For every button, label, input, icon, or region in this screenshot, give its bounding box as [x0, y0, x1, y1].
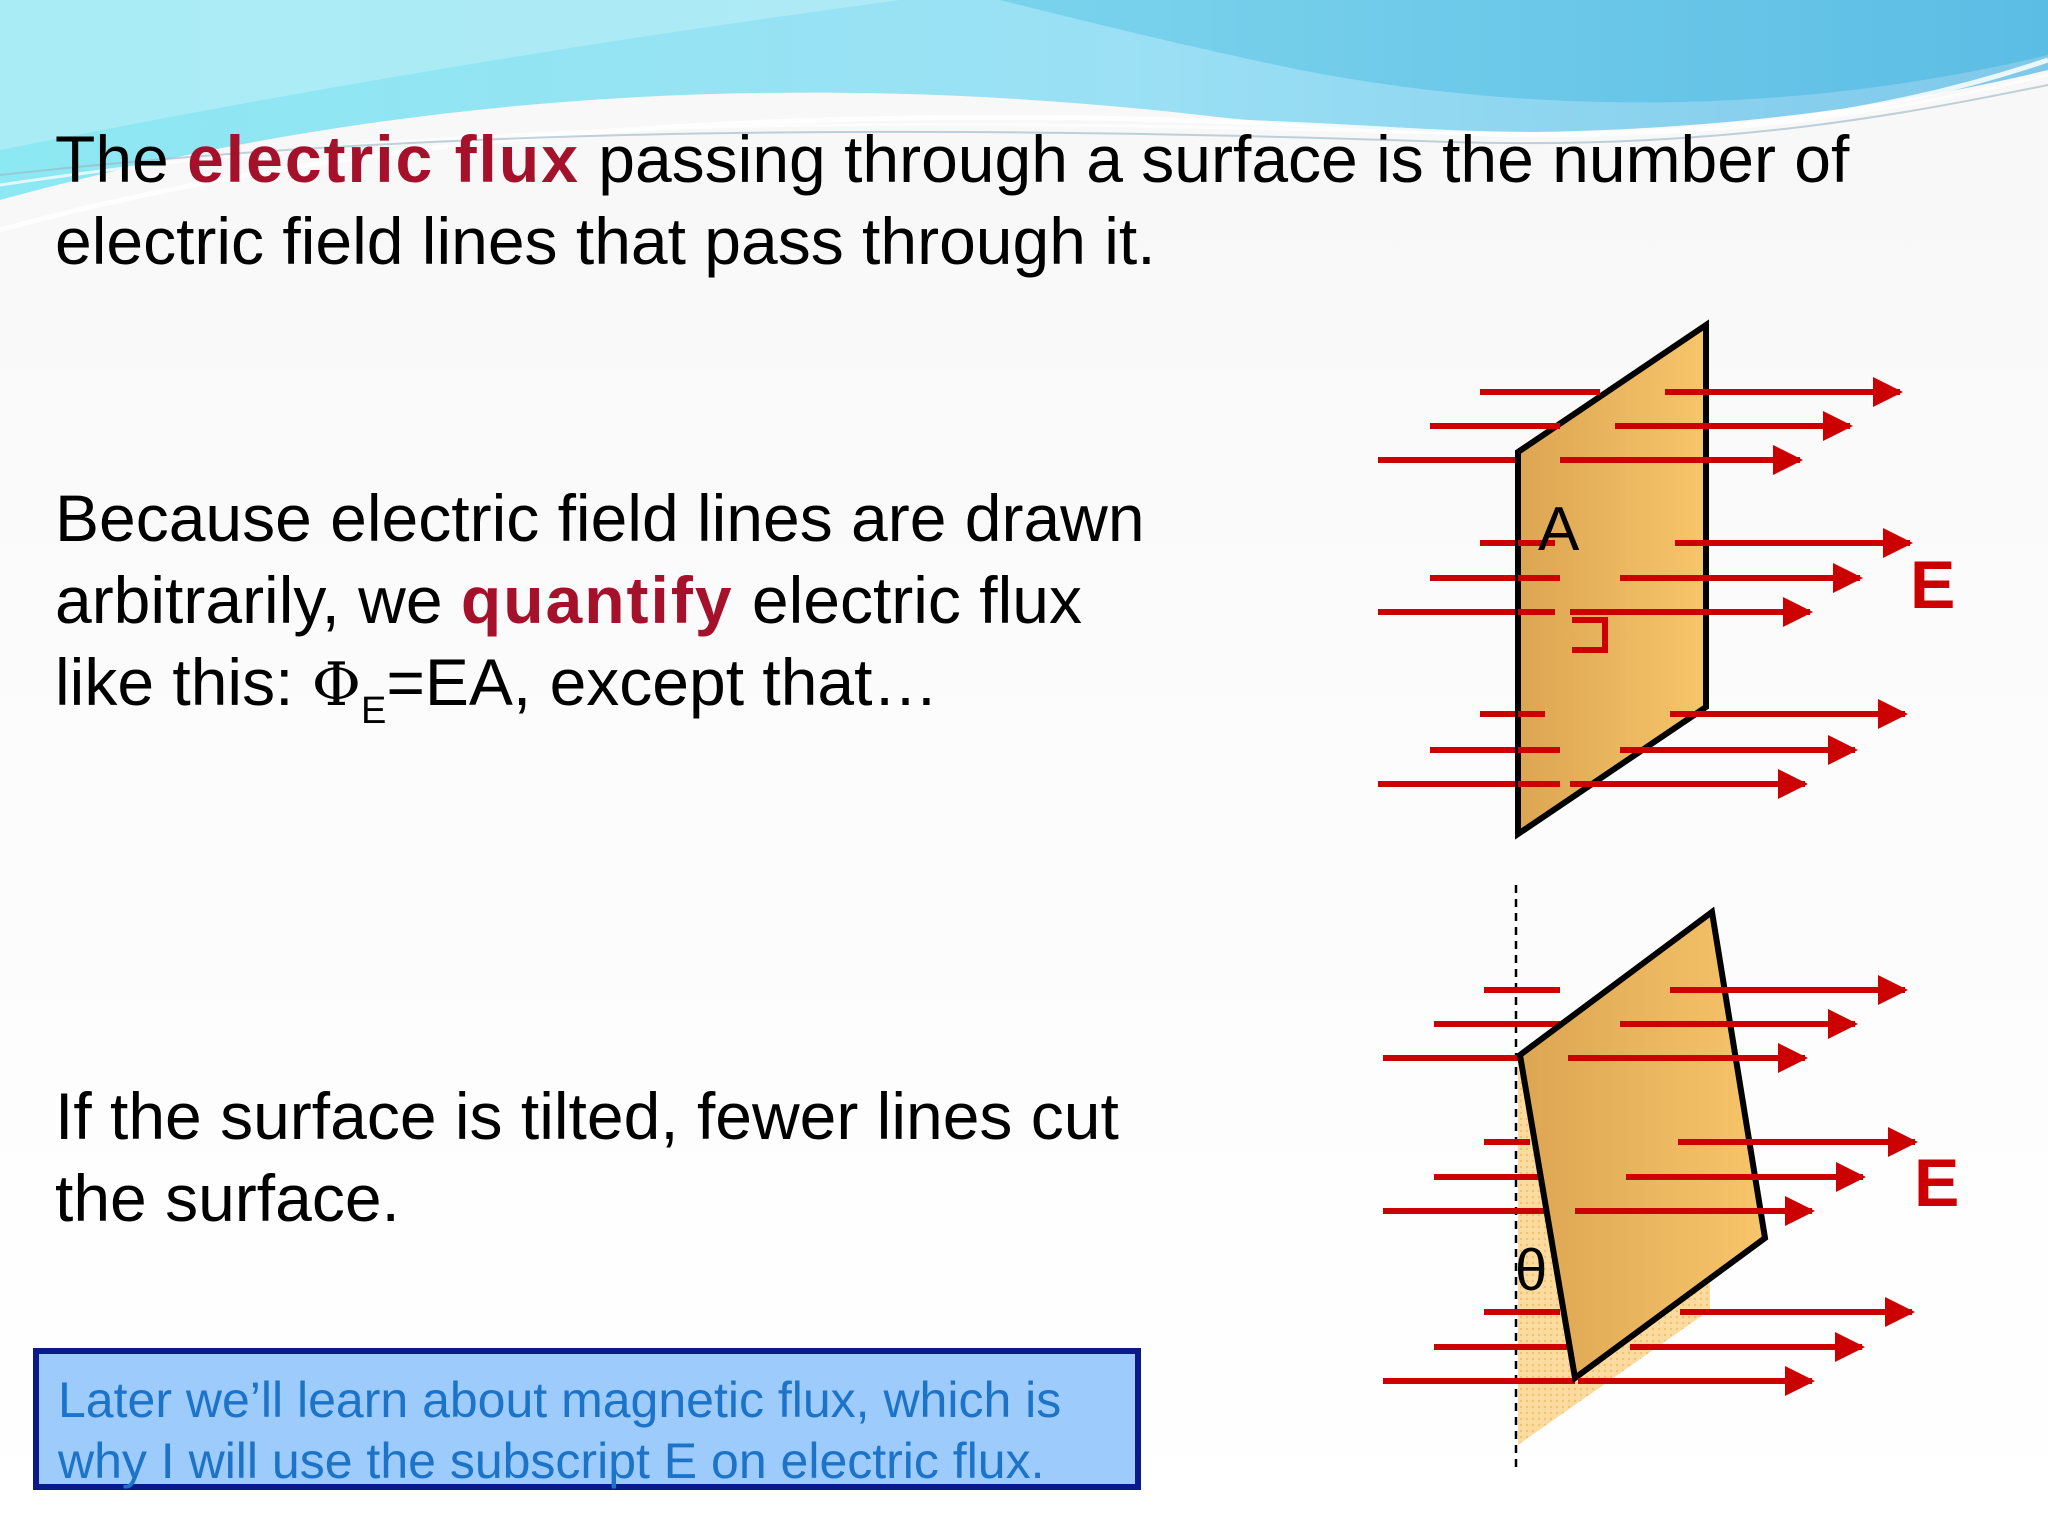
flux-equation: =EA, except that…	[386, 645, 939, 719]
intro-line-1: The electric flux passing through a surf…	[55, 118, 1849, 200]
note-line-1: Later we’ll learn about magnetic flux, w…	[58, 1372, 1062, 1428]
tilted-line-1: If the surface is tilted, fewer lines cu…	[55, 1079, 1119, 1153]
field-lines-through-surface	[1518, 389, 1600, 787]
area-label: A	[1538, 495, 1580, 564]
quantify-line-2: arbitrarily, we quantify electric flux	[55, 559, 1145, 641]
quantify-text: like this:	[55, 645, 312, 719]
magnetic-flux-note: Later we’ll learn about magnetic flux, w…	[33, 1348, 1141, 1490]
field-arrows-front	[1560, 377, 1913, 799]
field-label-bottom: E	[1914, 1145, 1959, 1221]
quantify-line-1: Because electric field lines are drawn	[55, 481, 1145, 555]
tilted-surface-plate	[1516, 906, 1769, 1384]
flux-diagram-perpendicular: A E	[1378, 319, 1955, 840]
phi-symbol: Φ	[311, 650, 361, 720]
field-lines-behind-tilted	[1383, 987, 1575, 1384]
field-label-top: E	[1910, 547, 1955, 623]
quantify-text: arbitrarily, we	[55, 563, 461, 637]
surface-plate	[1515, 319, 1709, 840]
intro-paragraph: The electric flux passing through a surf…	[55, 118, 1849, 282]
intro-line-2: electric field lines that pass through i…	[55, 204, 1156, 278]
term-electric-flux: electric flux	[187, 122, 580, 196]
tilted-paragraph: If the surface is tilted, fewer lines cu…	[55, 1075, 1119, 1239]
term-quantify: quantify	[460, 563, 734, 637]
header-wave-decoration	[0, 0, 2048, 233]
phi-subscript: E	[360, 690, 387, 732]
flux-diagram-tilted: θ E	[1383, 885, 1959, 1468]
intro-text: passing through a surface is the number …	[579, 122, 1850, 196]
field-lines-behind	[1378, 389, 1518, 787]
note-line-2: why I will use the subscript E on electr…	[58, 1433, 1045, 1489]
quantify-line-3: like this: ΦE=EA, except that…	[55, 641, 1145, 752]
quantify-text: electric flux	[733, 563, 1082, 637]
quantify-paragraph: Because electric field lines are drawn a…	[55, 477, 1145, 752]
field-arrows-front-tilted	[1568, 975, 1918, 1396]
angle-label: θ	[1515, 1238, 1547, 1303]
normal-marker	[1572, 617, 1608, 653]
intro-text: The	[55, 122, 188, 196]
tilted-line-2: the surface.	[55, 1161, 400, 1235]
